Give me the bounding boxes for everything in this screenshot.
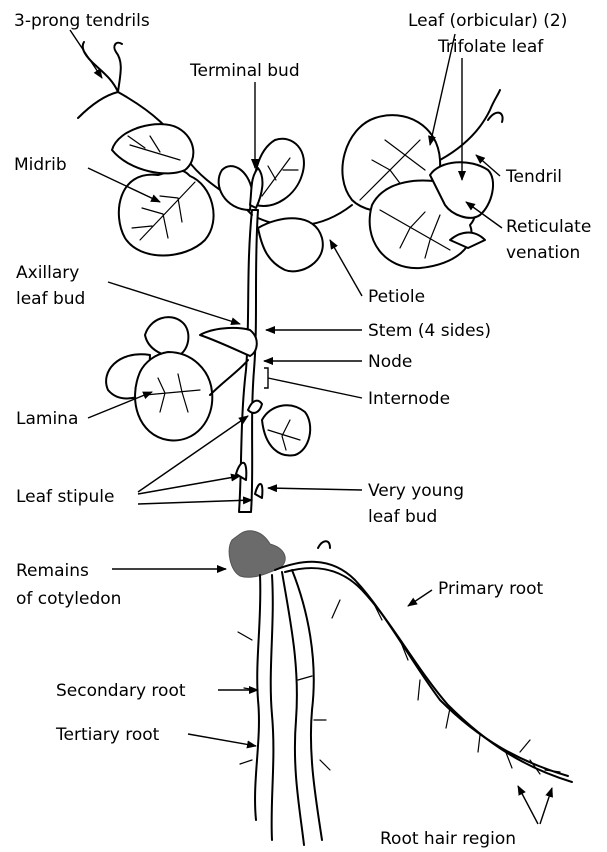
midrib-leaf <box>112 124 214 255</box>
label-tertiary-root: Tertiary root <box>55 725 160 745</box>
label-leaf-stipule: Leaf stipule <box>16 487 114 507</box>
label-young-leaf-bud: leaf bud <box>368 507 437 527</box>
label-petiole: Petiole <box>368 287 425 307</box>
label-remains: Remains <box>16 561 89 581</box>
label-lamina: Lamina <box>16 409 78 429</box>
axillary-and-lamina-leaves <box>106 317 310 498</box>
label-axillary: Axillary <box>16 263 79 283</box>
label-very-young: Very young <box>368 481 464 501</box>
label-secondary-root: Secondary root <box>56 681 186 701</box>
label-midrib: Midrib <box>14 155 67 175</box>
label-reticulate: Reticulate <box>506 217 591 237</box>
label-internode: Internode <box>368 389 450 409</box>
label-root-hair-region: Root hair region <box>380 829 516 849</box>
label-venation: venation <box>506 243 580 263</box>
label-node: Node <box>368 352 412 372</box>
label-three-prong-tendrils: 3-prong tendrils <box>14 11 150 31</box>
label-leaf-orbicular: Leaf (orbicular) (2) <box>408 11 567 31</box>
label-axillary-leaf-bud: leaf bud <box>16 289 85 309</box>
label-trifolate-leaf: Trifolate leaf <box>437 37 544 57</box>
label-tendril: Tendril <box>505 167 562 187</box>
label-stem: Stem (4 sides) <box>368 321 491 341</box>
terminal-bud-leaves <box>219 139 323 272</box>
label-of-cotyledon: of cotyledon <box>16 589 121 609</box>
trifolate-leaf-drawing <box>342 90 502 268</box>
label-terminal-bud: Terminal bud <box>189 61 300 81</box>
label-primary-root: Primary root <box>438 579 544 599</box>
